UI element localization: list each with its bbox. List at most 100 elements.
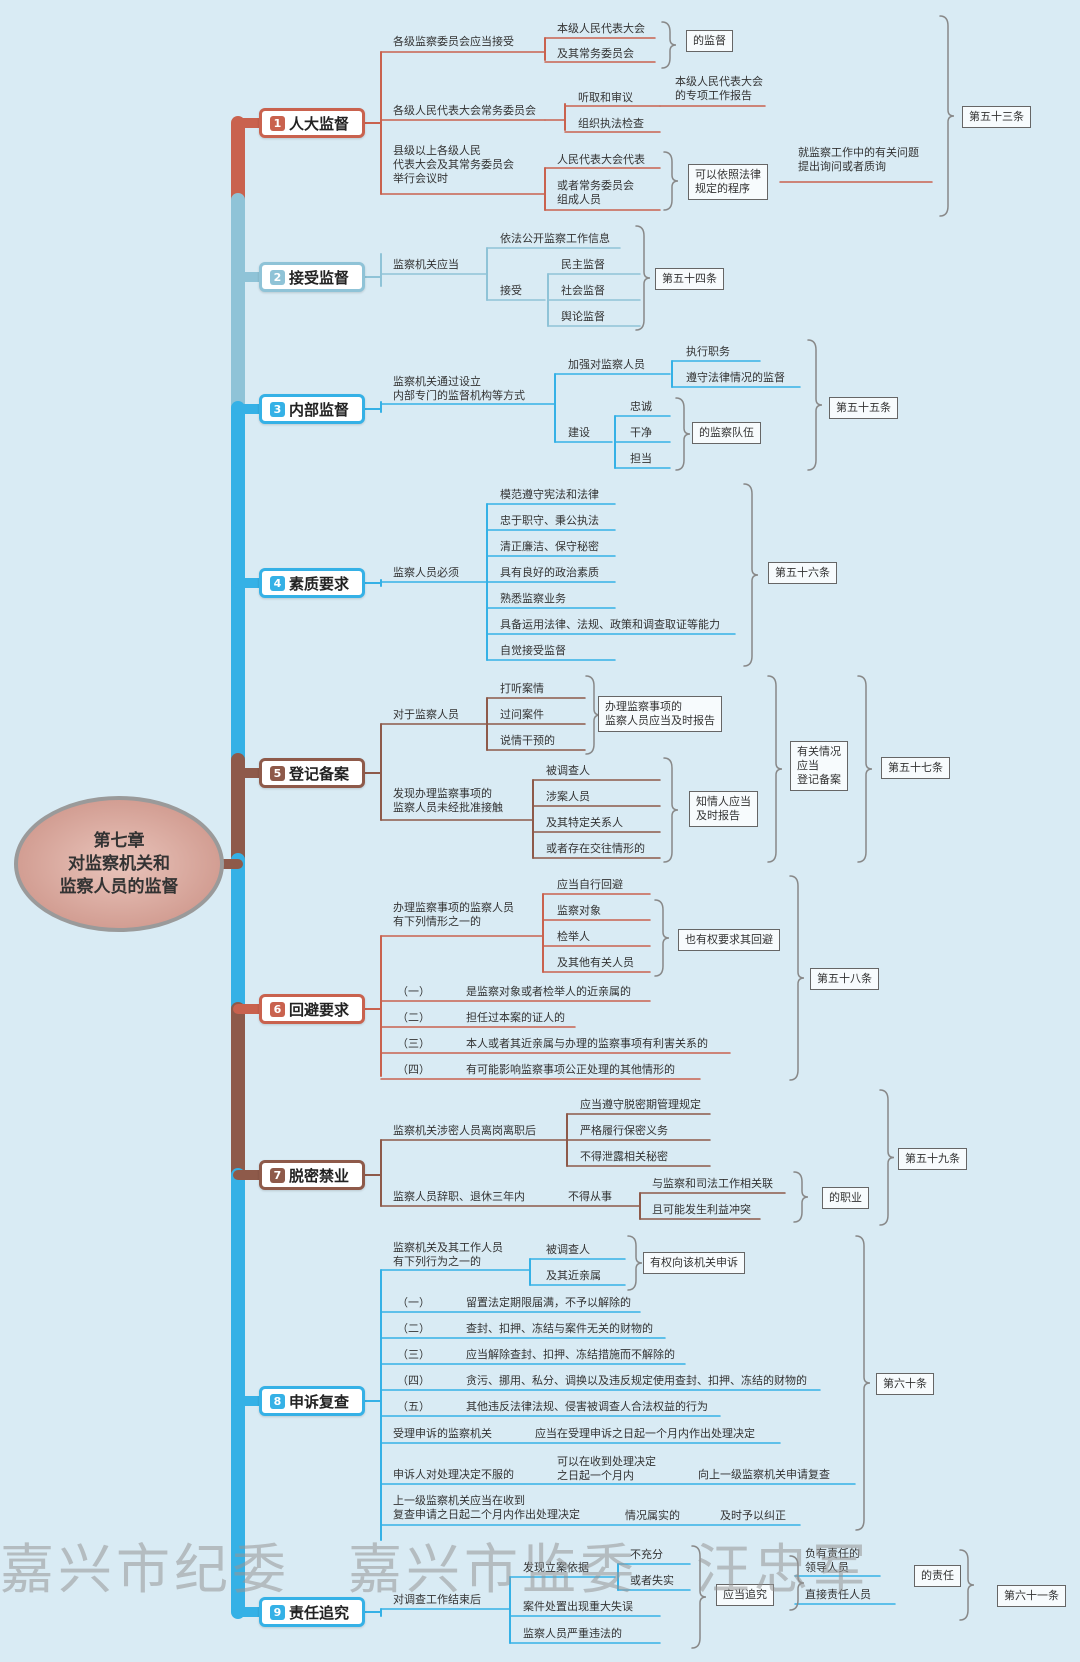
t8-item-text: 应当解除查封、扣押、冻结措施而不解除的 bbox=[466, 1348, 675, 1361]
topic-number: 8 bbox=[270, 1393, 285, 1409]
t5-b4: 或者存在交往情形的 bbox=[546, 842, 645, 855]
t1-b2: 组织执法检查 bbox=[578, 117, 644, 130]
t9-box2: 的责任 bbox=[914, 1565, 961, 1587]
t3-d-box: 的监察队伍 bbox=[692, 422, 761, 444]
t4-item: 具备运用法律、法规、政策和调查取证等能力 bbox=[500, 618, 720, 631]
t8-a1: 被调查人 bbox=[546, 1243, 590, 1256]
t3-article: 第五十五条 bbox=[829, 397, 898, 419]
t5-b1: 被调查人 bbox=[546, 764, 590, 777]
t2-c3: 舆论监督 bbox=[561, 310, 605, 323]
t8-a-box: 有权向该机关申诉 bbox=[643, 1252, 745, 1274]
t3-b1: 加强对监察人员 bbox=[568, 358, 645, 371]
t6-a: 办理监察事项的监察人员 有下列情形之一的 bbox=[393, 901, 514, 928]
t8-c2: 向上一级监察机关申请复查 bbox=[698, 1468, 830, 1481]
t4-item: 模范遵守宪法和法律 bbox=[500, 488, 599, 501]
brace bbox=[675, 397, 691, 471]
t4-item: 具有良好的政治素质 bbox=[500, 566, 599, 579]
topic-label: 回避要求 bbox=[289, 1000, 350, 1019]
t8-item-num: （二） bbox=[397, 1322, 430, 1335]
t1-article: 第五十三条 bbox=[962, 106, 1031, 128]
brace bbox=[793, 1171, 809, 1223]
t8-d: 上一级监察机关应当在收到 复查申请之日起二个月内作出处理决定 bbox=[393, 1494, 580, 1521]
t1-b: 各级人民代表大会常务委员会 bbox=[393, 104, 536, 117]
t3-c2: 遵守法律情况的监督 bbox=[686, 371, 785, 384]
t6-a2: 监察对象 bbox=[557, 904, 601, 917]
brace bbox=[663, 757, 679, 863]
t8-item-num: （五） bbox=[397, 1400, 430, 1413]
t4-item: 忠于职守、秉公执法 bbox=[500, 514, 599, 527]
t8-item-text: 其他违反法律法规、侵害被调查人合法权益的行为 bbox=[466, 1400, 708, 1413]
t6-item-text: 有可能影响监察事项公正处理的其他情形的 bbox=[466, 1063, 675, 1076]
topic-number: 7 bbox=[270, 1167, 285, 1183]
t7-a3: 不得泄露相关秘密 bbox=[580, 1150, 668, 1163]
t8-b1: 应当在受理申诉之日起一个月内作出处理决定 bbox=[535, 1427, 755, 1440]
t7-b3: 且可能发生利益冲突 bbox=[652, 1203, 751, 1216]
t4-item: 清正廉洁、保守秘密 bbox=[500, 540, 599, 553]
t3-b2: 建设 bbox=[568, 426, 590, 439]
t1-b1r: 本级人民代表大会 的专项工作报告 bbox=[675, 75, 763, 102]
t7-a1: 应当遵守脱密期管理规定 bbox=[580, 1098, 701, 1111]
t4-a: 监察人员必须 bbox=[393, 566, 459, 579]
topic-number: 3 bbox=[270, 401, 285, 417]
t8-d2: 及时予以纠正 bbox=[720, 1509, 786, 1522]
t6-item-text: 担任过本案的证人的 bbox=[466, 1011, 565, 1024]
t8-d1: 情况属实的 bbox=[625, 1509, 680, 1522]
t5-b3: 及其特定关系人 bbox=[546, 816, 623, 829]
brace bbox=[654, 899, 670, 977]
topic-label: 素质要求 bbox=[289, 574, 350, 593]
t1-c-box: 可以依照法律 规定的程序 bbox=[688, 164, 768, 200]
t8-item-text: 查封、扣押、冻结与案件无关的财物的 bbox=[466, 1322, 653, 1335]
topic-label: 内部监督 bbox=[289, 400, 350, 419]
topic-number: 2 bbox=[270, 269, 285, 285]
t8-item-text: 留置法定期限届满，不予以解除的 bbox=[466, 1296, 631, 1309]
topic-label: 申诉复查 bbox=[289, 1392, 350, 1411]
brace bbox=[635, 225, 651, 331]
topic-label: 人大监督 bbox=[289, 114, 350, 133]
t6-item-num: （二） bbox=[397, 1011, 430, 1024]
t6-item-text: 是监察对象或者检举人的近亲属的 bbox=[466, 985, 631, 998]
t2-b2: 接受 bbox=[500, 284, 522, 297]
t7-b1: 不得从事 bbox=[568, 1190, 612, 1203]
t6-a4: 及其他有关人员 bbox=[557, 956, 634, 969]
t2-article: 第五十四条 bbox=[655, 268, 724, 290]
t1-c: 县级以上各级人民 代表大会及其常务委员会 举行会议时 bbox=[393, 144, 514, 185]
t9-a2: 案件处置出现重大失误 bbox=[523, 1600, 633, 1613]
topic-number: 5 bbox=[270, 765, 285, 781]
t2-a: 监察机关应当 bbox=[393, 258, 459, 271]
brace bbox=[767, 675, 783, 863]
brace bbox=[691, 1545, 707, 1649]
t1-a1: 本级人民代表大会 bbox=[557, 22, 645, 35]
t5-a3: 说情干预的 bbox=[500, 734, 555, 747]
t9-a1b: 或者失实 bbox=[630, 1574, 674, 1587]
t8-c: 申诉人对处理决定不服的 bbox=[393, 1468, 514, 1481]
t6-article: 第五十八条 bbox=[810, 968, 879, 990]
t4-item: 自觉接受监督 bbox=[500, 644, 566, 657]
t6-a3: 检举人 bbox=[557, 930, 590, 943]
topic-number: 6 bbox=[270, 1001, 285, 1017]
t3-d1: 忠诚 bbox=[630, 400, 652, 413]
t8-c1: 可以在收到处理决定 之日起一个月内 bbox=[557, 1455, 656, 1482]
t3-d3: 担当 bbox=[630, 452, 652, 465]
brace bbox=[939, 15, 955, 217]
t2-c1: 民主监督 bbox=[561, 258, 605, 271]
t2-c2: 社会监督 bbox=[561, 284, 605, 297]
t8-item-num: （四） bbox=[397, 1374, 430, 1387]
t8-article: 第六十条 bbox=[876, 1373, 934, 1395]
t1-c1: 人民代表大会代表 bbox=[557, 153, 645, 166]
t5-a-box: 办理监察事项的 监察人员应当及时报告 bbox=[598, 696, 722, 732]
t9-r1: 负有责任的 领导人员 bbox=[805, 1547, 860, 1574]
t1-a2: 及其常务委员会 bbox=[557, 47, 634, 60]
topic-number: 4 bbox=[270, 575, 285, 591]
t3-c1: 执行职务 bbox=[686, 345, 730, 358]
t9-a1a: 不充分 bbox=[630, 1548, 663, 1561]
brace bbox=[879, 1089, 895, 1226]
